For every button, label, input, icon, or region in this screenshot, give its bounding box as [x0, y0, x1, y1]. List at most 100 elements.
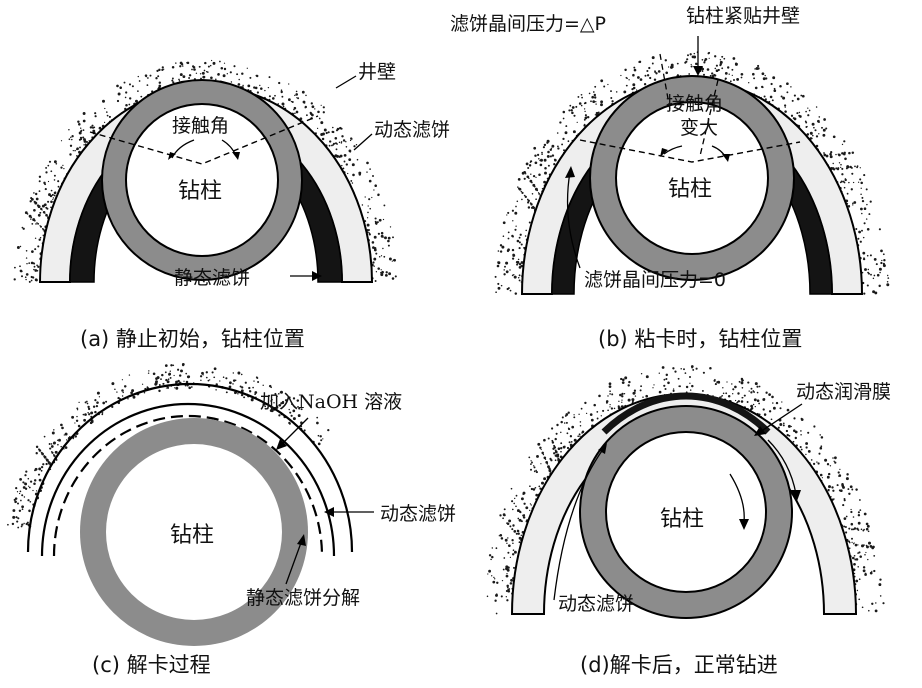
- wall-speckle-dot: [879, 271, 881, 274]
- wall-speckle-dot: [152, 372, 156, 376]
- wall-speckle-dot: [729, 80, 732, 83]
- wall-speckle-dot: [757, 67, 760, 70]
- wall-speckle-dot: [503, 508, 506, 511]
- wall-speckle-dot: [165, 387, 168, 389]
- wall-speckle-dot: [689, 389, 692, 391]
- wall-speckle-dot: [779, 84, 782, 88]
- wall-speckle-dot: [588, 92, 591, 95]
- wall-speckle-dot: [528, 456, 531, 459]
- label-contact-angle: 接触角: [172, 115, 229, 137]
- wall-speckle-dot: [193, 68, 196, 71]
- wall-speckle-dot: [857, 511, 860, 514]
- wall-speckle-dot: [319, 435, 322, 438]
- wall-speckle-dot: [39, 211, 42, 214]
- wall-speckle-dot: [725, 392, 728, 395]
- wall-speckle-dot: [169, 370, 171, 372]
- wall-speckle-dot: [505, 270, 509, 274]
- wall-speckle-dot: [178, 379, 180, 382]
- wall-speckle-dot: [846, 192, 849, 195]
- wall-speckle-dot: [772, 76, 776, 80]
- wall-speckle-dot: [863, 292, 866, 295]
- wall-speckle-dot: [607, 395, 609, 397]
- wall-speckle-dot: [92, 405, 96, 408]
- wall-speckle-dot: [633, 389, 637, 392]
- wall-speckle-dot: [171, 79, 174, 82]
- wall-speckle-dot: [527, 206, 531, 209]
- wall-speckle-dot: [53, 174, 56, 177]
- wall-speckle-dot: [765, 391, 768, 394]
- wall-speckle-dot: [799, 445, 802, 449]
- arrowhead: [598, 443, 607, 454]
- wall-speckle-dot: [593, 93, 596, 97]
- wall-speckle-dot: [714, 378, 716, 381]
- wall-speckle-dot: [116, 84, 119, 88]
- wall-speckle-dot: [511, 508, 514, 511]
- wall-speckle-dot: [271, 399, 273, 401]
- wall-speckle-dot: [381, 270, 384, 274]
- wall-speckle-dot: [125, 91, 128, 94]
- wall-speckle-dot: [511, 234, 514, 238]
- wall-speckle-dot: [536, 454, 539, 458]
- wall-speckle-dot: [230, 81, 233, 83]
- wall-speckle-dot: [254, 391, 258, 394]
- wall-speckle-dot: [195, 72, 198, 74]
- wall-speckle-dot: [293, 106, 297, 110]
- wall-speckle-dot: [533, 470, 536, 473]
- wall-speckle-dot: [535, 471, 538, 474]
- wall-speckle-dot: [248, 390, 251, 392]
- wall-speckle-dot: [530, 463, 532, 465]
- wall-speckle-dot: [842, 504, 845, 507]
- wall-speckle-dot: [633, 68, 637, 72]
- wall-speckle-dot: [164, 371, 167, 374]
- wall-speckle-dot: [578, 102, 582, 105]
- wall-speckle-dot: [665, 373, 669, 377]
- static-decompose-leader: [285, 539, 303, 585]
- wall-speckle-dot: [878, 267, 882, 271]
- wall-speckle-dot: [722, 387, 724, 389]
- wall-speckle-dot: [867, 228, 870, 230]
- wall-speckle-dot: [84, 401, 87, 404]
- wall-speckle-dot: [708, 51, 711, 54]
- wall-speckle-dot: [51, 451, 53, 453]
- wall-speckle-dot: [37, 473, 41, 476]
- wall-speckle-dot: [506, 599, 509, 602]
- wall-speckle-dot: [689, 53, 692, 56]
- wall-speckle-dot: [506, 522, 510, 526]
- wall-speckle-dot: [18, 492, 21, 495]
- wall-speckle-dot: [646, 69, 649, 73]
- wall-speckle-dot: [785, 429, 789, 433]
- wall-speckle-dot: [723, 57, 726, 60]
- wall-speckle-dot: [322, 438, 324, 440]
- wall-speckle-dot: [68, 128, 70, 131]
- wall-speckle-dot: [643, 83, 647, 86]
- wall-speckle-dot: [511, 500, 514, 503]
- wall-speckle-dot: [595, 101, 597, 103]
- wall-speckle-dot: [509, 525, 512, 528]
- wall-speckle-dot: [863, 528, 865, 531]
- wall-speckle-dot: [388, 257, 392, 261]
- wall-speckle-dot: [597, 111, 600, 114]
- wall-speckle-dot: [98, 396, 101, 398]
- wall-speckle-dot: [532, 174, 536, 178]
- wall-speckle-dot: [765, 77, 768, 80]
- wall-speckle-dot: [786, 91, 789, 94]
- wall-speckle-dot: [704, 57, 708, 61]
- wall-speckle-dot: [830, 150, 833, 154]
- wall-speckle-dot: [89, 126, 93, 129]
- wall-speckle-dot: [672, 389, 675, 392]
- wall-speckle-dot: [232, 383, 234, 385]
- wall-speckle-dot: [560, 450, 562, 453]
- wall-speckle-dot: [852, 204, 854, 206]
- wall-speckle-dot: [800, 448, 803, 451]
- wall-speckle-dot: [493, 576, 495, 579]
- wall-speckle-dot: [534, 187, 538, 191]
- wall-speckle-dot: [491, 575, 493, 577]
- wall-speckle-dot: [79, 146, 81, 149]
- wall-speckle-dot: [512, 220, 514, 222]
- wall-speckle-dot: [859, 178, 862, 181]
- wall-speckle-dot: [741, 387, 744, 389]
- wall-speckle-dot: [804, 120, 807, 123]
- wall-speckle-dot: [179, 65, 182, 68]
- wall-speckle-dot: [102, 99, 105, 103]
- wall-speckle-dot: [161, 66, 164, 69]
